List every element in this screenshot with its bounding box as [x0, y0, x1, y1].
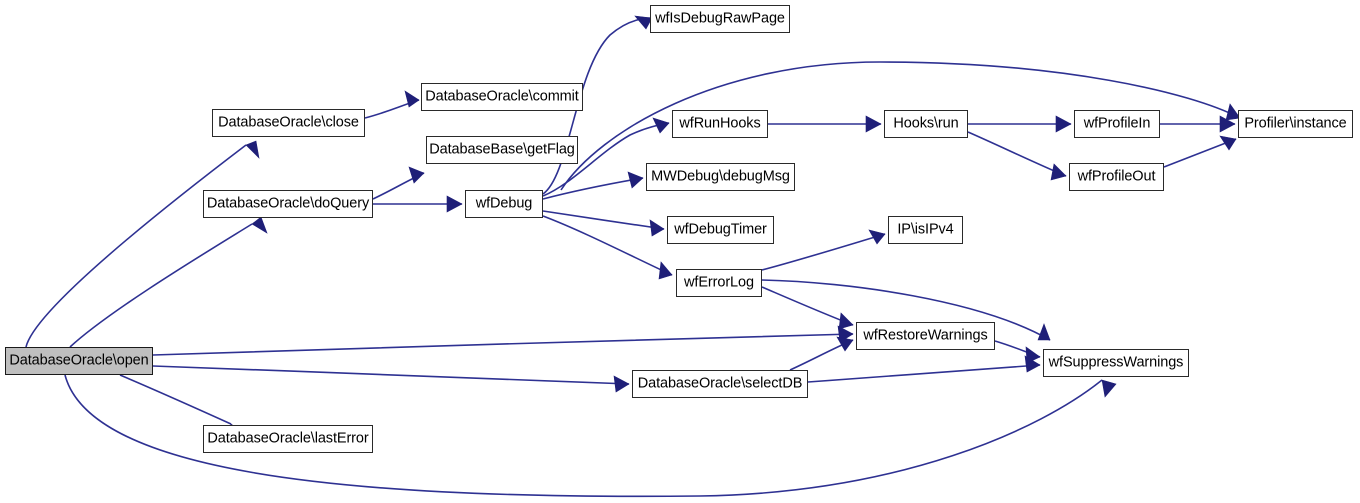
- node-label: wfIsDebugRawPage: [655, 10, 785, 27]
- node-restoreWarn[interactable]: wfRestoreWarnings: [856, 322, 995, 350]
- edge-selectDB-to-suppressWarn: [807, 355, 1041, 383]
- node-label: DatabaseOracle\commit: [425, 88, 579, 105]
- edge-close-to-commit: [364, 90, 420, 119]
- edge-open-to-close: [25, 140, 260, 348]
- node-label: DatabaseOracle\open: [9, 352, 149, 369]
- edge-hooksRun-to-profileIn: [968, 115, 1072, 133]
- node-instance[interactable]: Profiler\instance: [1238, 110, 1353, 138]
- edge-hooksRun-to-profileOut: [967, 131, 1067, 181]
- edge-profileIn-to-instance: [1160, 115, 1236, 133]
- node-label: DatabaseBase\getFlag: [429, 141, 575, 158]
- node-debugMsg[interactable]: MWDebug\debugMsg: [646, 163, 795, 191]
- edge-open-to-restoreWarn: [152, 325, 854, 356]
- node-lastError[interactable]: DatabaseOracle\lastError: [203, 425, 373, 453]
- node-label: wfRunHooks: [679, 115, 761, 132]
- node-label: wfProfileIn: [1083, 115, 1151, 132]
- node-isIPv4[interactable]: IP\isIPv4: [888, 216, 963, 244]
- node-label: wfDebugTimer: [674, 221, 767, 238]
- node-rawPage[interactable]: wfIsDebugRawPage: [650, 5, 790, 33]
- edge-errorLog-to-suppressWarn: [761, 279, 1051, 341]
- edge-open-to-selectDB: [152, 365, 630, 393]
- edge-wfDebug-to-rawPage: [542, 15, 653, 195]
- node-label: DatabaseOracle\selectDB: [637, 375, 803, 392]
- node-getFlag[interactable]: DatabaseBase\getFlag: [426, 136, 578, 164]
- edge-open-to-suppressWarn: [64, 374, 1117, 498]
- node-label: DatabaseOracle\doQuery: [206, 195, 370, 212]
- edge-runHooks-to-hooksRun: [768, 115, 882, 133]
- node-runHooks[interactable]: wfRunHooks: [672, 110, 768, 138]
- node-commit[interactable]: DatabaseOracle\commit: [421, 83, 583, 111]
- node-label: wfErrorLog: [684, 274, 754, 291]
- edge-profileOut-to-instance: [1163, 135, 1237, 168]
- node-selectDB[interactable]: DatabaseOracle\selectDB: [632, 370, 808, 398]
- edge-restoreWarn-to-suppressWarn: [994, 340, 1041, 364]
- node-hooksRun[interactable]: Hooks\run: [884, 110, 968, 138]
- node-wfDebug[interactable]: wfDebug: [465, 190, 543, 218]
- edge-doQuery-to-getFlag: [372, 166, 425, 200]
- node-suppressWarn[interactable]: wfSuppressWarnings: [1043, 349, 1189, 377]
- node-label: wfSuppressWarnings: [1048, 354, 1184, 371]
- edge-selectDB-to-restoreWarn: [789, 336, 854, 371]
- edge-wfDebug-to-debugTimer: [542, 210, 665, 237]
- node-open[interactable]: DatabaseOracle\open: [5, 347, 153, 375]
- node-label: IP\isIPv4: [897, 221, 954, 238]
- node-label: wfDebug: [475, 195, 533, 212]
- edge-errorLog-to-isIPv4: [761, 229, 886, 271]
- node-profileOut[interactable]: wfProfileOut: [1069, 163, 1164, 191]
- edge-errorLog-to-restoreWarn: [761, 286, 854, 330]
- node-label: wfProfileOut: [1077, 168, 1156, 185]
- edge-open-to-doQuery: [69, 216, 268, 348]
- edge-wfDebug-to-errorLog: [542, 215, 673, 280]
- node-errorLog[interactable]: wfErrorLog: [676, 269, 762, 297]
- node-label: Profiler\instance: [1244, 115, 1347, 132]
- edge-runHooks-to-instance: [560, 61, 1241, 191]
- node-close[interactable]: DatabaseOracle\close: [212, 109, 365, 137]
- node-debugTimer[interactable]: wfDebugTimer: [667, 216, 774, 244]
- edge-wfDebug-to-debugMsg: [542, 171, 644, 200]
- node-label: wfRestoreWarnings: [863, 327, 988, 344]
- node-profileIn[interactable]: wfProfileIn: [1074, 110, 1160, 138]
- edge-doQuery-to-wfDebug: [373, 195, 463, 213]
- node-label: Hooks\run: [893, 115, 959, 132]
- node-doQuery[interactable]: DatabaseOracle\doQuery: [203, 190, 373, 218]
- node-label: MWDebug\debugMsg: [651, 168, 790, 185]
- node-label: DatabaseOracle\close: [218, 114, 359, 131]
- node-label: DatabaseOracle\lastError: [207, 430, 369, 447]
